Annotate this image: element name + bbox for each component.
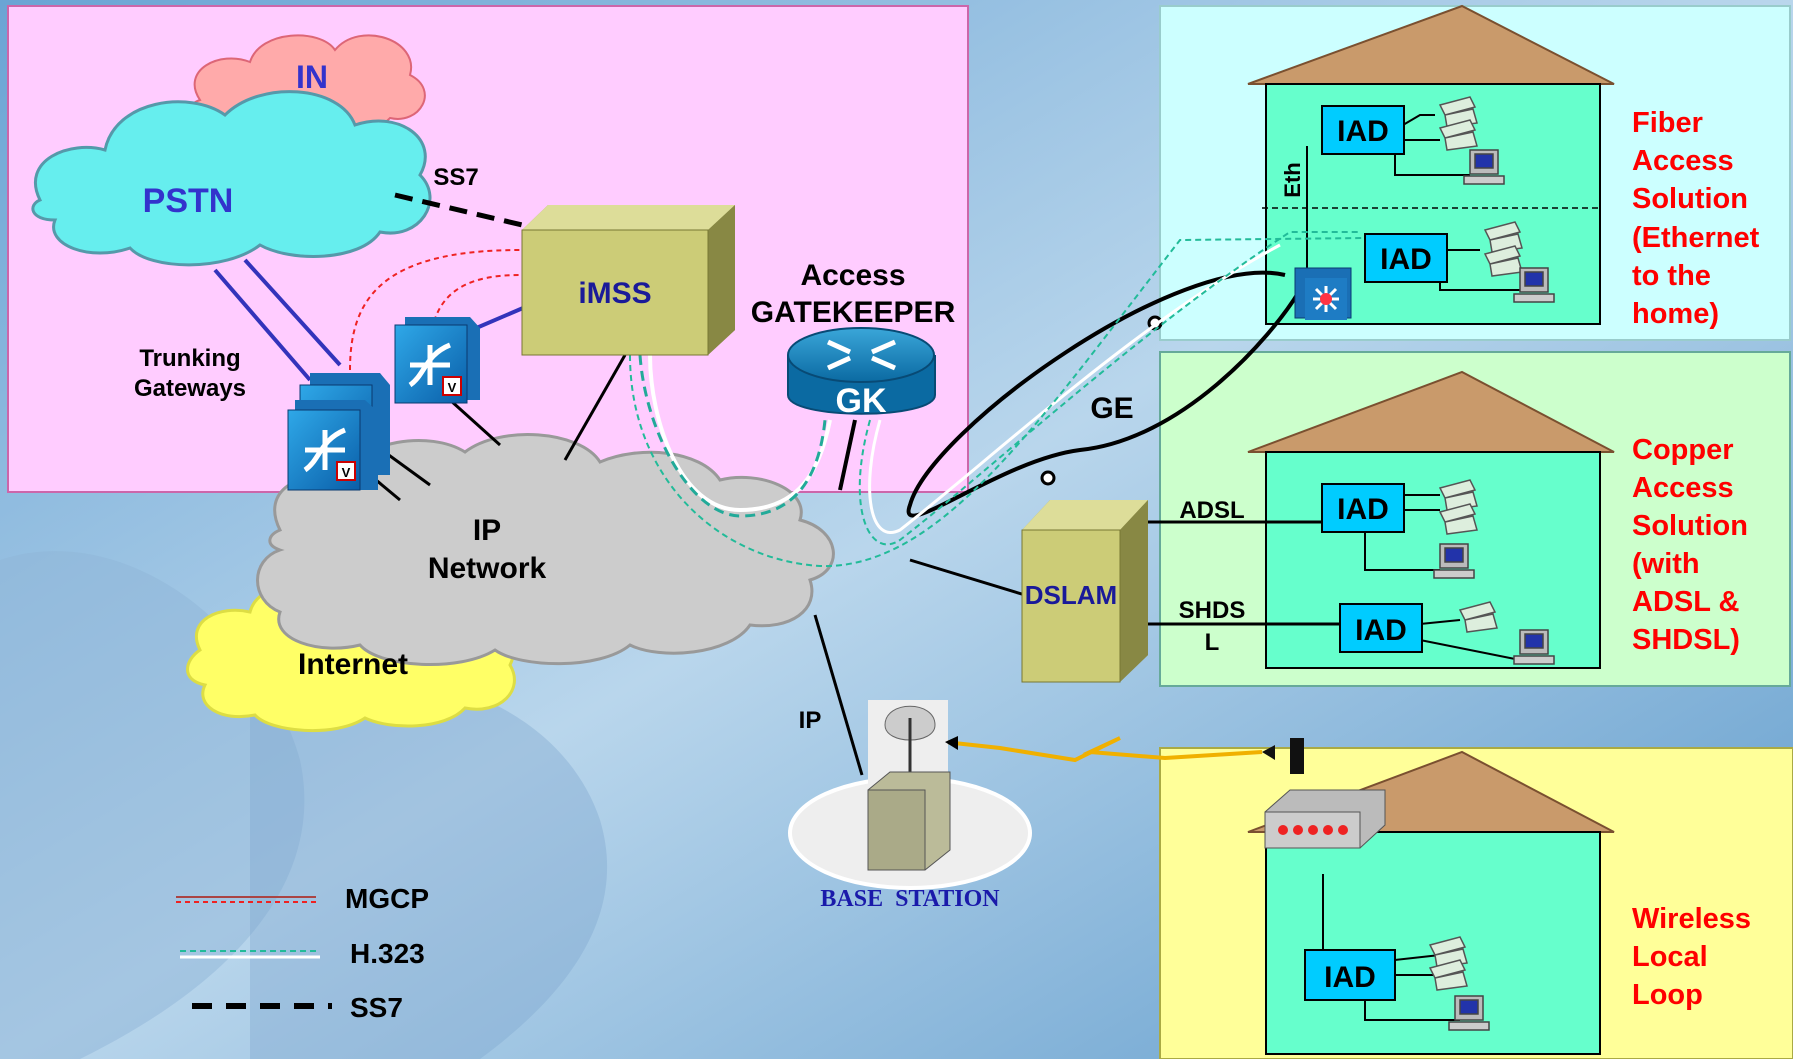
iad-label: IAD bbox=[1337, 115, 1389, 148]
copper-line: ADSL & bbox=[1632, 586, 1739, 618]
gateway-badge: V bbox=[342, 465, 351, 480]
in-label: IN bbox=[296, 59, 328, 95]
iad-label: IAD bbox=[1355, 614, 1407, 647]
copper-line: Access bbox=[1632, 472, 1734, 504]
base-station-icon bbox=[788, 700, 1032, 890]
wireless-cpe-icon bbox=[1262, 738, 1386, 849]
iad-boxes bbox=[1304, 105, 1448, 1001]
pstn-cloud bbox=[31, 90, 432, 267]
gk-label: GK bbox=[836, 382, 887, 420]
legend-swatches bbox=[176, 896, 332, 1009]
links bbox=[213, 114, 1525, 1021]
copper-line: SHDSL) bbox=[1632, 624, 1740, 656]
fiber-line: (Ethernet bbox=[1632, 222, 1760, 254]
ip-network-label-line2: Network bbox=[428, 552, 547, 585]
ge-label: GE bbox=[1090, 392, 1133, 425]
copper-line: Solution bbox=[1632, 510, 1748, 542]
wireless-line: Local bbox=[1632, 941, 1708, 973]
shdsl-label-line1: SHDS bbox=[1179, 597, 1246, 624]
trunking-label-line1: Trunking bbox=[139, 345, 240, 372]
copper-line: (with bbox=[1632, 548, 1700, 580]
trunking-label-line2: Gateways bbox=[134, 375, 246, 402]
gateway-badge: V bbox=[448, 380, 457, 395]
copper-line: Copper bbox=[1632, 434, 1734, 466]
legend-mgcp-label: MGCP bbox=[345, 883, 429, 914]
ip-network-label-line1: IP bbox=[473, 514, 501, 547]
eth-label: Eth bbox=[1280, 162, 1305, 197]
fiber-solution-title: Fiber Access Solution (Ethernet to the h… bbox=[1632, 107, 1760, 330]
pstn-label: PSTN bbox=[143, 182, 234, 220]
internet-label: Internet bbox=[298, 648, 408, 681]
iad-label: IAD bbox=[1380, 243, 1432, 276]
fiber-line: home) bbox=[1632, 298, 1719, 330]
fiber-line: Access bbox=[1632, 145, 1734, 177]
wireless-line: Loop bbox=[1632, 979, 1703, 1011]
fiber-line: to the bbox=[1632, 260, 1711, 292]
base-station-label: BASE STATION bbox=[820, 886, 1000, 912]
wireless-line: Wireless bbox=[1632, 903, 1751, 935]
adsl-label: ADSL bbox=[1179, 497, 1244, 524]
dslam-box bbox=[1021, 500, 1148, 683]
trunking-gateway-icon bbox=[287, 373, 390, 491]
ip-link-label: IP bbox=[799, 707, 822, 734]
ethernet-switch-icon bbox=[1294, 267, 1352, 320]
legend-h323-label: H.323 bbox=[350, 938, 425, 969]
iad-label: IAD bbox=[1324, 961, 1376, 994]
wireless-solution-title: Wireless Local Loop bbox=[1632, 903, 1751, 1011]
phone-icons bbox=[1428, 96, 1523, 991]
fiber-line: Fiber bbox=[1632, 107, 1703, 139]
dslam-label: DSLAM bbox=[1025, 580, 1117, 610]
pc-icons bbox=[1433, 149, 1555, 1031]
ss7-link-label: SS7 bbox=[433, 164, 478, 191]
imss-label: iMSS bbox=[578, 277, 651, 310]
imss-box bbox=[521, 205, 735, 356]
shdsl-label-line2: L bbox=[1205, 629, 1220, 656]
gatekeeper-label: GATEKEEPER bbox=[751, 296, 956, 329]
access-label: Access bbox=[800, 259, 905, 292]
ip-network-cloud bbox=[256, 433, 835, 667]
iad-label: IAD bbox=[1337, 493, 1389, 526]
media-gateway-icon bbox=[394, 317, 480, 404]
gatekeeper-router-icon bbox=[787, 327, 936, 415]
fiber-line: Solution bbox=[1632, 183, 1748, 215]
copper-solution-title: Copper Access Solution (with ADSL & SHDS… bbox=[1632, 434, 1748, 656]
legend-ss7-label: SS7 bbox=[350, 992, 403, 1023]
